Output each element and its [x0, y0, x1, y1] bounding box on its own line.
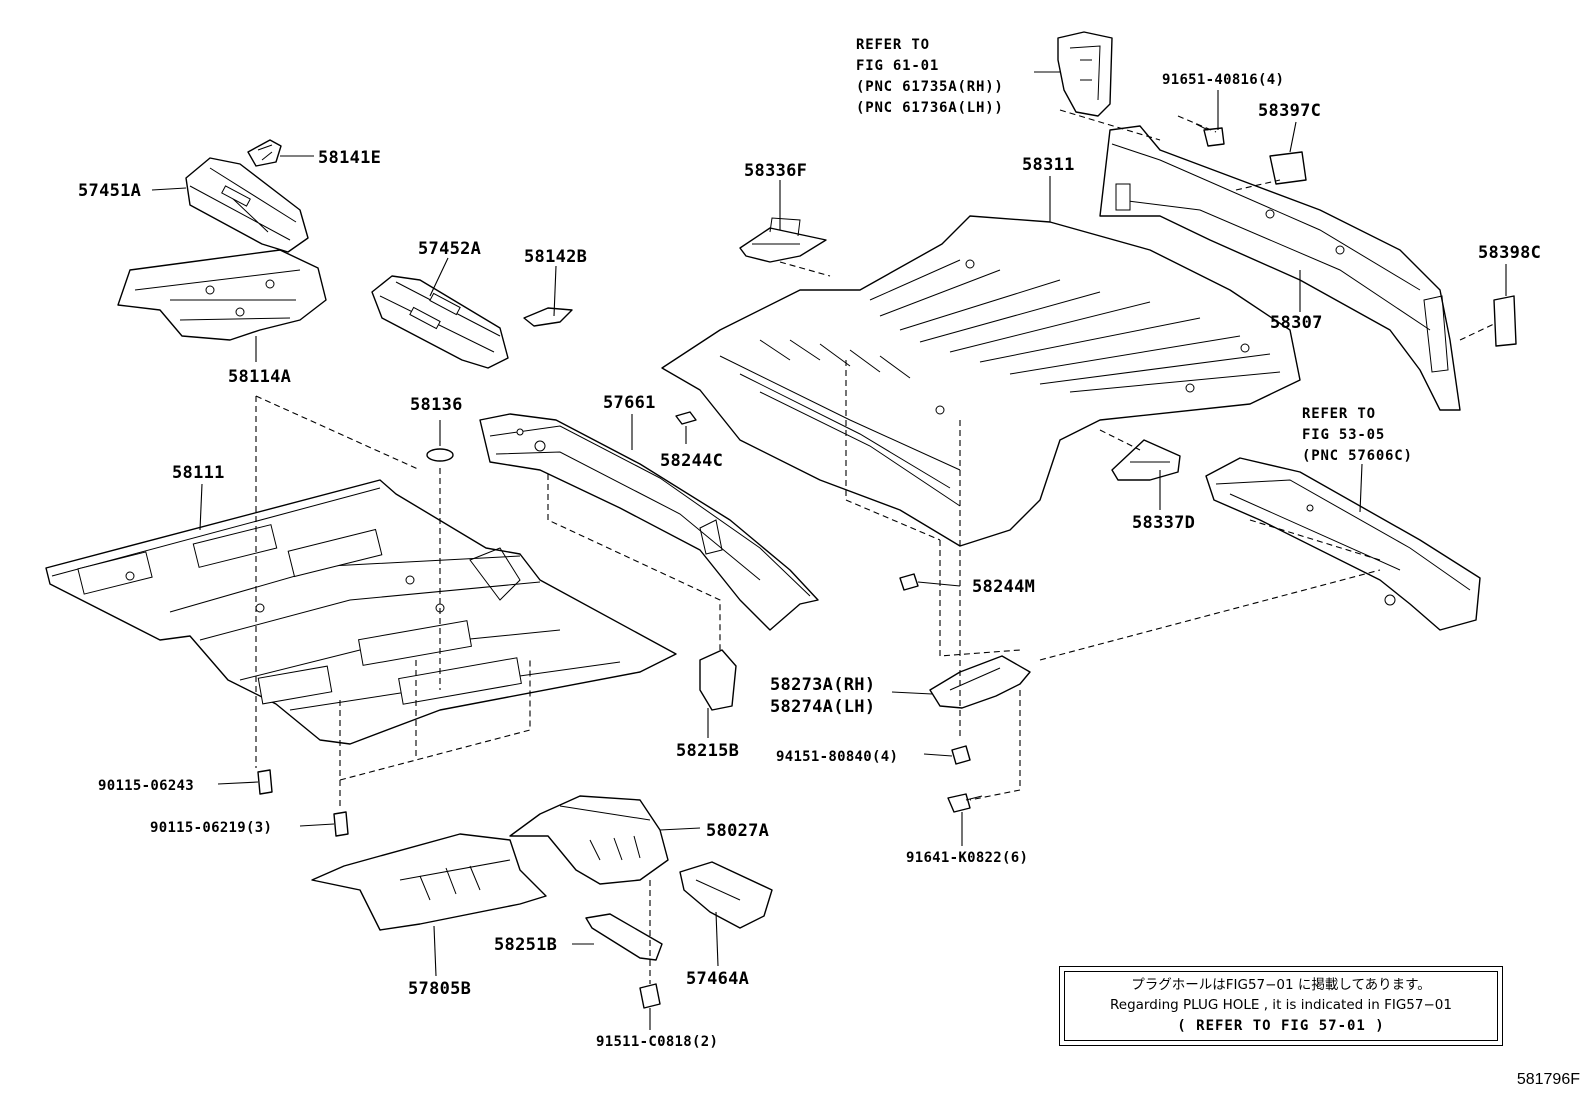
alignment-lines — [255, 109, 1495, 984]
part-91651-40816 — [1195, 123, 1225, 147]
label-57451A: 57451A — [78, 181, 141, 201]
label-90115-06243: 90115-06243 — [98, 778, 194, 794]
part-57661 — [479, 413, 819, 631]
part-57464A — [679, 861, 773, 929]
part-58273A-58274A — [929, 655, 1031, 709]
part-58397C — [1269, 151, 1307, 185]
label-94151-80840: 94151-80840(4) — [776, 749, 898, 765]
label-58274A-LH: 58274A(LH) — [770, 697, 875, 717]
label-58397C: 58397C — [1258, 101, 1321, 121]
figure-code: 581796F — [1516, 1071, 1580, 1088]
leader-lines — [151, 71, 1507, 1030]
part-58311 — [661, 215, 1301, 547]
part-58244C — [675, 411, 697, 425]
label-58244M: 58244M — [972, 577, 1035, 597]
plug-hole-note-inner: プラグホールはFIG57−01 に掲載してあります。 Regarding PLU… — [1064, 971, 1498, 1041]
label-57661: 57661 — [603, 393, 656, 413]
part-58136 — [426, 448, 454, 462]
label-57464A: 57464A — [686, 969, 749, 989]
label-58244C: 58244C — [660, 451, 723, 471]
part-58114A — [117, 249, 327, 341]
label-58136: 58136 — [410, 395, 463, 415]
part-58141E — [247, 139, 282, 167]
ref1-line3: (PNC 61735A(RH)) — [856, 79, 1004, 95]
part-90115-06243 — [257, 769, 273, 795]
part-57451A — [185, 157, 309, 253]
part-58251B — [585, 913, 663, 961]
label-91641-K0822: 91641-K0822(6) — [906, 850, 1028, 866]
label-58027A: 58027A — [706, 821, 769, 841]
ref1-line2: FIG 61-01 — [856, 58, 939, 74]
reference-fig-53-05: REFER TO FIG 53-05 (PNC 57606C) — [1302, 406, 1413, 464]
part-94151-80840 — [951, 745, 971, 765]
plug-hole-note: プラグホールはFIG57−01 に掲載してあります。 Regarding PLU… — [1059, 966, 1503, 1046]
label-91651-40816: 91651-40816(4) — [1162, 72, 1284, 88]
label-58114A: 58114A — [228, 367, 291, 387]
note-line-english: Regarding PLUG HOLE , it is indicated in… — [1110, 997, 1452, 1013]
label-58142B: 58142B — [524, 247, 587, 267]
part-ref-61735A — [1057, 31, 1113, 117]
ref2-line1: REFER TO — [1302, 406, 1376, 422]
part-58336F — [739, 217, 827, 263]
label-58273A-RH: 58273A(RH) — [770, 675, 875, 695]
ref2-line2: FIG 53-05 — [1302, 427, 1385, 443]
part-57805B — [311, 833, 547, 931]
label-58111: 58111 — [172, 463, 225, 483]
part-57452A — [371, 275, 509, 369]
label-58398C: 58398C — [1478, 243, 1541, 263]
part-90115-06219 — [333, 811, 349, 837]
label-58251B: 58251B — [494, 935, 557, 955]
label-91511-C0818: 91511-C0818(2) — [596, 1034, 718, 1050]
label-58336F: 58336F — [744, 161, 807, 181]
part-91641-K0822 — [947, 793, 983, 813]
label-57452A: 57452A — [418, 239, 481, 259]
label-58337D: 58337D — [1132, 513, 1195, 533]
label-58141E: 58141E — [318, 148, 381, 168]
note-line-refer: ( REFER TO FIG 57-01 ) — [1177, 1018, 1385, 1034]
part-58027A — [509, 795, 669, 885]
part-58398C — [1493, 295, 1517, 347]
ref1-line4: (PNC 61736A(LH)) — [856, 100, 1004, 116]
ref1-line1: REFER TO — [856, 37, 930, 53]
label-58215B: 58215B — [676, 741, 739, 761]
part-91511-C0818 — [639, 983, 661, 1009]
label-58307: 58307 — [1270, 313, 1323, 333]
part-58142B — [523, 307, 573, 327]
part-58307 — [1099, 125, 1461, 411]
part-58111 — [45, 479, 677, 745]
part-ref-57606C — [1205, 457, 1481, 631]
ref2-line3: (PNC 57606C) — [1302, 448, 1413, 464]
note-line-japanese: プラグホールはFIG57−01 に掲載してあります。 — [1131, 977, 1431, 993]
reference-fig-61-01: REFER TO FIG 61-01 (PNC 61735A(RH)) (PNC… — [856, 37, 1004, 116]
part-58337D — [1111, 439, 1181, 481]
label-57805B: 57805B — [408, 979, 471, 999]
part-58244M — [899, 573, 919, 591]
part-58215B — [699, 649, 737, 711]
label-58311: 58311 — [1022, 155, 1075, 175]
label-90115-06219: 90115-06219(3) — [150, 820, 272, 836]
